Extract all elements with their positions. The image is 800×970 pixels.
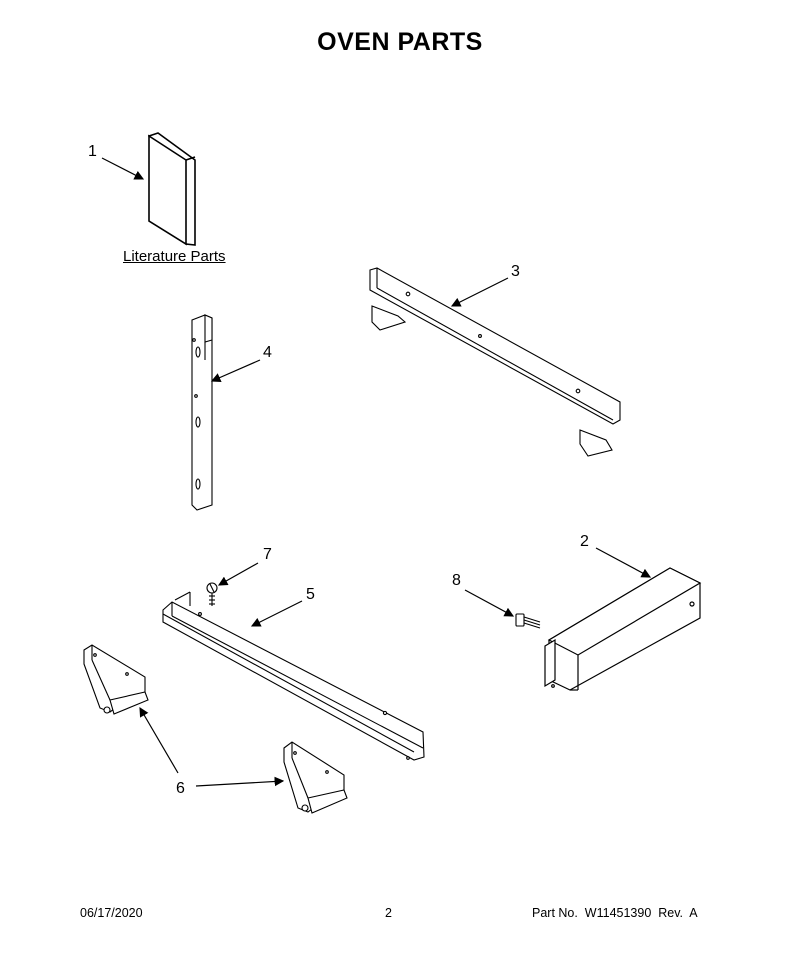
part-3-rail[interactable] — [369, 267, 621, 457]
callout-2: 2 — [580, 533, 589, 550]
callout-3: 3 — [511, 263, 520, 280]
arrow-6a — [139, 706, 179, 774]
part-5-channel[interactable] — [162, 591, 425, 761]
callout-8: 8 — [452, 572, 461, 589]
callout-4: 4 — [263, 344, 272, 361]
footer-part-number: Part No. W11451390 Rev. A — [532, 906, 698, 920]
arrow-1 — [101, 157, 145, 180]
page-title: OVEN PARTS — [317, 28, 483, 56]
callout-5: 5 — [306, 586, 315, 603]
arrow-6b — [195, 776, 285, 787]
arrow-7 — [217, 562, 259, 586]
part-7-screw[interactable] — [206, 582, 218, 606]
part-6-bracket-b[interactable] — [283, 741, 348, 814]
part-2-housing[interactable] — [544, 567, 702, 691]
footer-date: 06/17/2020 — [80, 906, 143, 920]
arrow-3 — [450, 277, 509, 307]
arrow-5 — [250, 600, 303, 627]
arrow-8 — [464, 589, 515, 617]
part-1-literature[interactable] — [147, 132, 196, 246]
arrow-4 — [210, 359, 261, 383]
part-6-bracket-a[interactable] — [83, 644, 149, 715]
callout-1: 1 — [88, 143, 97, 160]
literature-parts-label: Literature Parts — [123, 248, 226, 265]
arrow-2 — [595, 547, 652, 578]
footer-page-number: 2 — [385, 906, 392, 920]
callout-7: 7 — [263, 546, 272, 563]
part-8-screw[interactable] — [515, 613, 541, 629]
callout-6: 6 — [176, 780, 185, 797]
part-4-bracket[interactable] — [191, 314, 213, 511]
